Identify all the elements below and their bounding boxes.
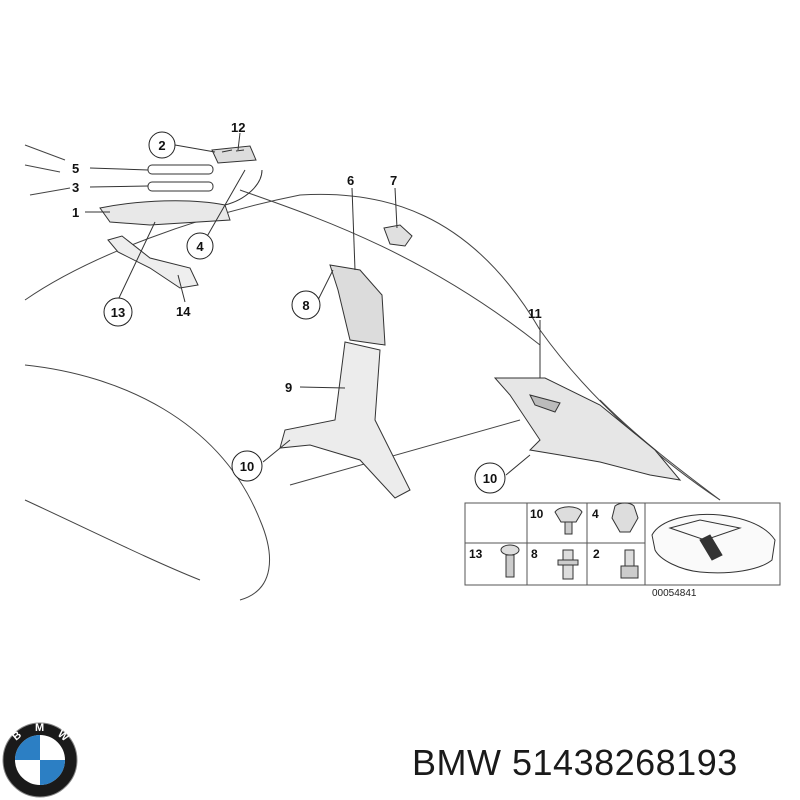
svg-text:10: 10 [483,471,497,486]
svg-text:14: 14 [176,304,191,319]
bmw-logo: B M W [2,722,78,798]
svg-text:8: 8 [302,298,309,313]
svg-text:7: 7 [390,173,397,188]
callout-6: 6 [347,173,354,188]
svg-text:9: 9 [285,380,292,395]
svg-text:10: 10 [530,507,544,521]
callout-5: 5 [72,161,79,176]
diagram-code: 00054841 [652,588,697,599]
legend-cell-8: 8 [531,547,579,580]
callout-10a: 10 [231,450,263,482]
part-bracket-12 [211,145,257,164]
part-quarter-trim-11 [493,377,682,481]
part-quarter-trim-11-vent [529,394,561,413]
svg-text:6: 6 [347,173,354,188]
callout-8: 8 [291,290,321,320]
callout-11: 11 [528,306,542,321]
svg-text:4: 4 [196,239,204,254]
fastener-legend: 10 4 13 8 2 00054841 [464,502,781,599]
svg-text:4: 4 [592,507,599,521]
legend-cell-10: 10 [530,506,583,535]
legend-cell-13: 13 [469,544,520,578]
part-trim-1-edge [224,169,263,206]
svg-text:11: 11 [528,306,542,321]
car-body-outline [24,144,721,601]
part-pillar-trim-9 [279,341,411,499]
legend-car-thumbnail [651,513,776,574]
callout-10b: 10 [474,462,506,494]
svg-text:M: M [35,722,44,734]
svg-text:10: 10 [240,459,254,474]
callout-12: 12 [231,120,245,135]
svg-text:13: 13 [469,547,483,561]
svg-text:2: 2 [158,138,165,153]
svg-text:2: 2 [593,547,600,561]
callout-1: 1 [72,205,79,220]
callout-3: 3 [72,180,79,195]
part-bracket-14 [107,235,199,289]
callout-14: 14 [176,304,191,319]
part-number: 51438268193 [512,742,738,783]
callout-7: 7 [390,173,397,188]
svg-text:12: 12 [231,120,245,135]
part-clip-7 [383,224,413,247]
legend-cell-2: 2 [593,547,639,579]
callout-2: 2 [148,131,176,159]
part-pillar-trim-8 [329,264,386,346]
callout-13: 13 [103,297,133,327]
svg-text:8: 8 [531,547,538,561]
brand-name: BMW [412,742,502,783]
part-strip-5 [147,164,214,175]
svg-text:13: 13 [111,305,125,320]
svg-text:5: 5 [72,161,79,176]
part-strip-3 [147,181,214,192]
callouts: 12 2 5 3 1 4 13 14 6 7 8 9 10 11 10 [72,120,542,494]
legend-cell-4: 4 [592,502,639,533]
part-trim-1 [99,200,231,226]
leader-lines [85,132,541,476]
brand-part-number: BMW 51438268193 [412,742,738,784]
svg-text:1: 1 [72,205,79,220]
callout-4: 4 [186,232,214,260]
svg-text:3: 3 [72,180,79,195]
callout-9: 9 [285,380,292,395]
